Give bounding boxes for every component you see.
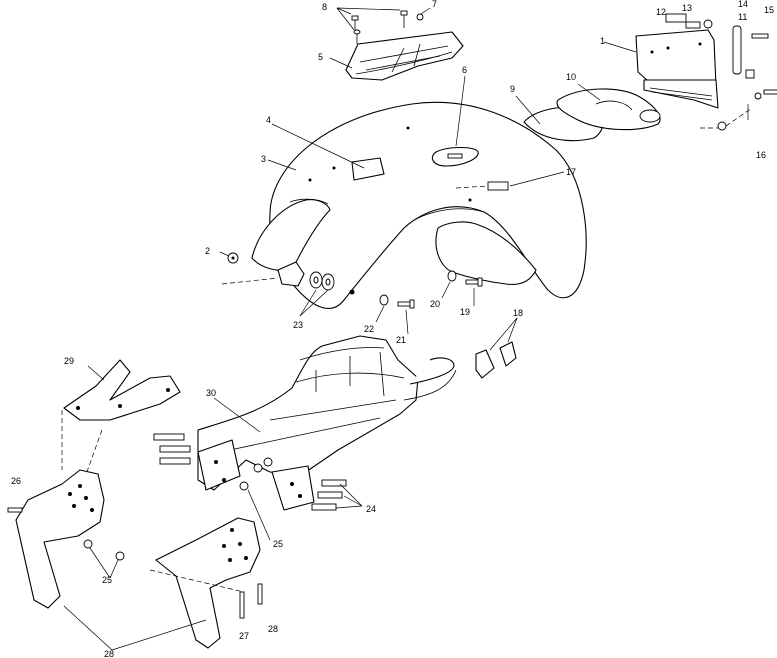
sub-frame xyxy=(153,335,457,511)
callout-24: 24 xyxy=(366,504,376,514)
callout-27: 27 xyxy=(239,631,249,641)
callout-21: 21 xyxy=(396,335,406,345)
callout-9: 9 xyxy=(510,84,515,94)
rear-fender xyxy=(251,101,587,309)
side-plate-left xyxy=(7,469,125,609)
callout-28b: 28 xyxy=(104,649,114,658)
callout-labels: 1 2 3 4 5 6 7 8 9 10 11 12 13 14 15 16 1… xyxy=(11,0,774,658)
fender-hardware xyxy=(221,153,509,309)
callout-16: 16 xyxy=(756,150,766,160)
callout-28a: 28 xyxy=(268,624,278,634)
rack-screws xyxy=(336,7,431,44)
callout-6: 6 xyxy=(462,65,467,75)
callout-23: 23 xyxy=(293,320,303,330)
callout-26: 26 xyxy=(11,476,21,486)
callout-3: 3 xyxy=(261,154,266,164)
callout-18: 18 xyxy=(513,308,523,318)
callout-25a: 25 xyxy=(273,539,283,549)
callout-22: 22 xyxy=(364,324,374,334)
clamps xyxy=(475,317,518,379)
leader-lines xyxy=(63,41,749,651)
callout-25b: 25 xyxy=(102,575,112,585)
callout-15: 15 xyxy=(764,5,774,15)
callout-20: 20 xyxy=(430,299,440,309)
callout-1: 1 xyxy=(600,36,605,46)
callout-4: 4 xyxy=(266,115,271,125)
callout-7: 7 xyxy=(432,0,437,9)
side-plate-right xyxy=(149,517,263,649)
luggage-rack xyxy=(345,31,464,81)
callout-13: 13 xyxy=(682,3,692,13)
callout-11: 11 xyxy=(738,12,747,22)
callout-10: 10 xyxy=(566,72,576,82)
callout-14: 14 xyxy=(738,0,748,9)
license-bracket xyxy=(635,13,777,131)
callout-29: 29 xyxy=(64,356,74,366)
callout-17: 17 xyxy=(566,167,576,177)
callout-30: 30 xyxy=(206,388,216,398)
light-assembly xyxy=(523,88,661,142)
callout-8: 8 xyxy=(322,2,327,12)
callout-12: 12 xyxy=(656,7,666,17)
callout-5: 5 xyxy=(318,52,323,62)
callout-2: 2 xyxy=(205,246,210,256)
callout-19: 19 xyxy=(460,307,470,317)
